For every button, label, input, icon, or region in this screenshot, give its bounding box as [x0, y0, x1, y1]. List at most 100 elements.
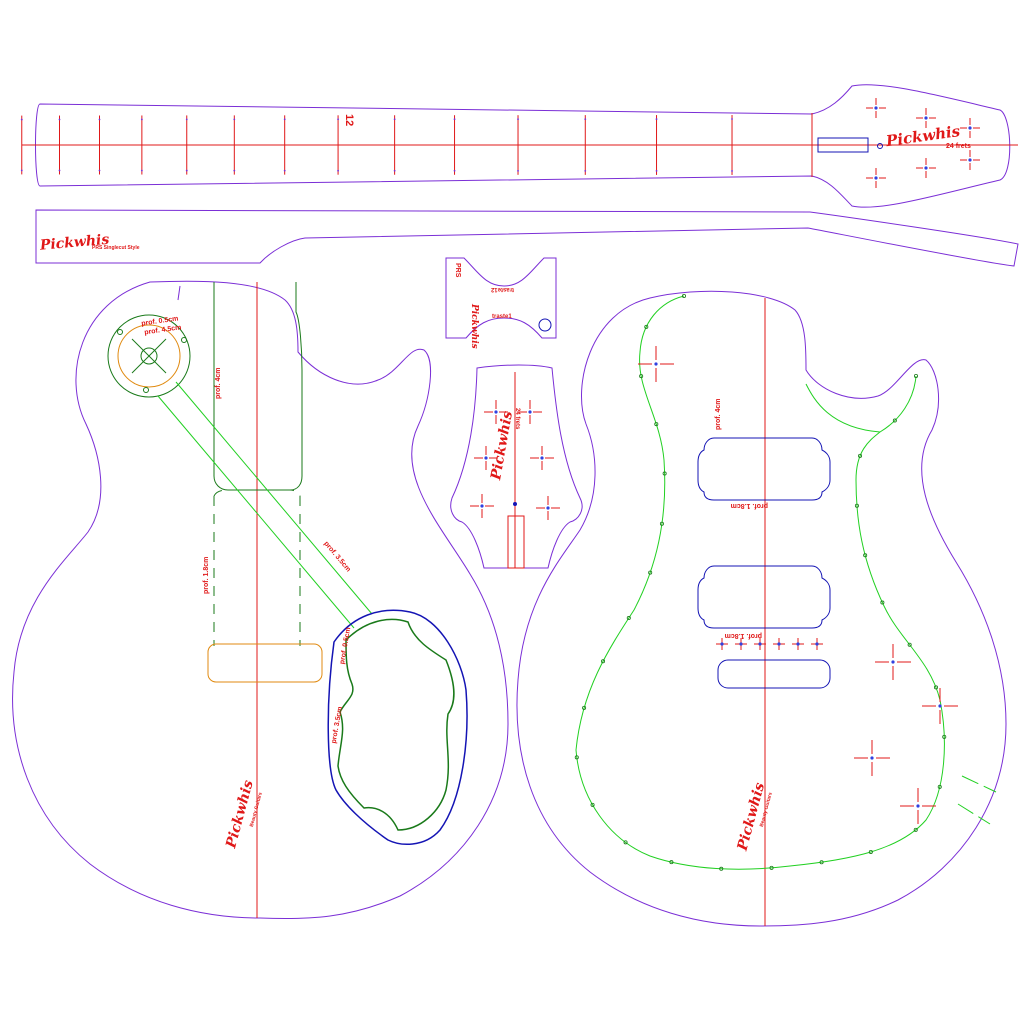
crosshair-center — [546, 506, 550, 510]
carve-point — [574, 755, 579, 760]
fret-end-dot — [731, 118, 733, 120]
neck-side-model: PRS Singlecut Style — [92, 245, 140, 251]
fret-end-dot — [98, 169, 101, 172]
fret-end-dot — [337, 118, 339, 121]
headstock-template-hole — [513, 502, 517, 506]
crosshair-center — [968, 126, 972, 130]
fret-end-dot — [233, 118, 236, 121]
screw-hole — [143, 387, 149, 393]
neck-pickup-route — [697, 437, 831, 501]
fret-end-dot — [140, 169, 143, 172]
fret-end-dot — [453, 118, 456, 121]
crosshair-center — [870, 756, 874, 760]
channel-line — [175, 381, 373, 615]
control-pot-markers — [854, 644, 958, 824]
bridge-post-markers — [716, 638, 823, 650]
crosshair-center — [891, 660, 895, 664]
channel-line — [157, 395, 355, 629]
fret-end-dot — [58, 118, 61, 121]
headstock-template-markers — [470, 400, 560, 520]
neck-end-rect — [207, 643, 323, 683]
fret-template-traste1: traste1 — [492, 314, 512, 320]
control-cavity-inner — [337, 618, 455, 831]
jack-guide-line — [961, 775, 997, 793]
carve-line-points — [574, 293, 947, 871]
carve-point — [601, 659, 606, 664]
crosshair-center — [924, 166, 928, 170]
top-carve-line-inner — [805, 383, 881, 433]
truss-rod-hole — [877, 143, 883, 149]
carve-point — [626, 616, 631, 621]
crosshair-center — [720, 642, 724, 646]
carve-point — [669, 860, 674, 865]
crosshair-center — [924, 116, 928, 120]
carve-point — [880, 600, 885, 605]
neck-outline — [35, 84, 1011, 208]
carve-point — [863, 553, 868, 558]
crosshair-center — [654, 362, 658, 366]
carve-point — [644, 324, 649, 329]
carve-point — [914, 373, 919, 378]
crosshair-center — [968, 158, 972, 162]
crosshair-center — [874, 176, 878, 180]
carve-point — [892, 418, 897, 423]
fret-template-logo: Pickwhis — [469, 303, 479, 349]
carve-point — [937, 784, 942, 789]
crosshair-center — [777, 642, 781, 646]
neck-side-outline — [35, 209, 1019, 267]
screw-hole — [181, 337, 187, 343]
carve-point — [582, 705, 587, 710]
carve-point — [913, 827, 918, 832]
fret-end-dot — [58, 169, 61, 172]
fret-lines — [20, 115, 733, 175]
bridge-route — [717, 659, 831, 689]
carve-point — [854, 503, 859, 508]
fret-end-dot — [517, 118, 519, 121]
crosshair-center — [494, 410, 498, 414]
fret-end-dot — [655, 170, 658, 172]
crosshair-center — [540, 456, 544, 460]
headstock-template-frets: 24 frets — [514, 408, 520, 430]
screw-hole — [117, 329, 123, 335]
crosshair-center — [916, 804, 920, 808]
carve-point — [933, 685, 938, 690]
carve-point — [907, 642, 912, 647]
jack-hole — [140, 347, 158, 365]
top-carve-line — [575, 295, 945, 870]
front-body-crosshairs — [638, 346, 674, 382]
carve-point — [719, 866, 724, 871]
fret-end-dot — [393, 169, 396, 172]
neck-tenon-dashed — [213, 489, 301, 646]
carve-point — [769, 865, 774, 870]
crosshair-center — [874, 106, 878, 110]
fret-end-dot — [185, 118, 188, 121]
crosshair-center — [480, 504, 484, 508]
front-body: prof. 4cm prof. 1.8cm prof. 1.8cm Pickwh… — [516, 290, 1007, 927]
depth-label-neck-pickup-rot: prof. 1.8cm — [731, 502, 768, 509]
crosshair-center — [938, 704, 942, 708]
fret-end-dot — [337, 169, 339, 172]
fret-end-dot — [731, 170, 733, 172]
headstock-template-outline — [450, 364, 583, 569]
depth-label-neck-pocket: prof. 4cm — [215, 367, 222, 399]
neck-pocket — [213, 282, 303, 491]
back-body: prof. 0.5cm prof. 4.5cm prof. 4cm prof. … — [12, 280, 509, 920]
carve-point — [858, 453, 863, 458]
depth-label-channel: prof. 3.5cm — [322, 540, 351, 573]
carve-point — [639, 374, 644, 379]
fret-end-dot — [20, 118, 23, 121]
headstock-template-slot — [507, 515, 525, 569]
fret-end-dot — [140, 118, 143, 121]
carve-point — [942, 734, 947, 739]
fret-end-dot — [517, 169, 519, 172]
neck-top-view: 12 Pickwhis 24 frets — [20, 84, 1018, 208]
jack-guide-line — [957, 803, 991, 825]
carve-point — [682, 293, 687, 298]
front-body-outline — [516, 290, 1007, 927]
fret-end-dot — [283, 169, 286, 172]
depth-label-neck-pickup: prof. 4cm — [715, 398, 722, 430]
fret-end-dot — [98, 118, 101, 121]
neck-side-logo: Pickwhis — [38, 232, 110, 254]
headstock-template-logo: Pickwhis — [488, 410, 516, 482]
